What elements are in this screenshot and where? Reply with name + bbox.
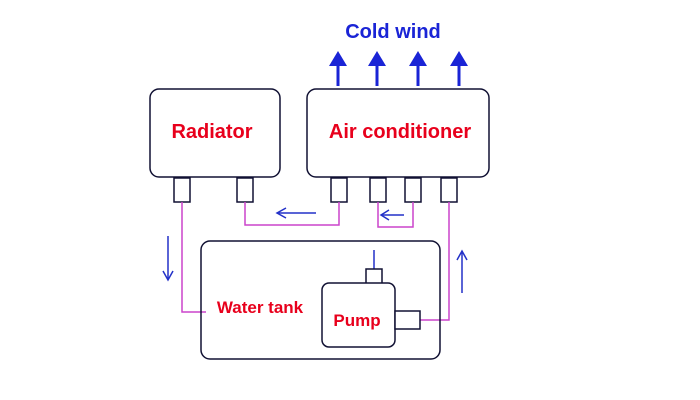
pipe-ac-loop [377, 202, 414, 228]
cold-wind-arrow [368, 51, 386, 86]
radiator-port-left [173, 177, 191, 203]
water-tank-box [200, 240, 441, 360]
cold-wind-arrow [450, 51, 468, 86]
radiator-box [149, 88, 281, 178]
ac-port-3 [404, 177, 422, 203]
pump-inlet-port [365, 268, 383, 285]
pipe-radiator-ac [244, 202, 340, 226]
water-tank-label: Water tank [217, 298, 304, 317]
air-conditioner-box [306, 88, 490, 178]
pipes [181, 202, 450, 321]
flow-arrows [162, 207, 468, 293]
pump-label: Pump [333, 311, 380, 330]
cold-wind-arrow [329, 51, 347, 86]
flow-arrow-down [162, 236, 174, 282]
cold-wind-arrow [409, 51, 427, 86]
flow-arrow-left [275, 207, 316, 219]
diagram-title: Cold wind [345, 21, 441, 43]
flow-arrow-up [456, 249, 468, 293]
pump-outlet-port [394, 310, 421, 330]
radiator-label: Radiator [171, 121, 252, 143]
air-conditioner-label: Air conditioner [329, 121, 471, 143]
pipe-radiator-to-tank [181, 202, 206, 313]
pipe-pump-to-ac [420, 202, 450, 321]
radiator-port-right [236, 177, 254, 203]
ac-port-1 [330, 177, 348, 203]
ac-port-2 [369, 177, 387, 203]
cold-wind-arrows [329, 51, 468, 86]
flow-arrow-left-small [379, 209, 404, 221]
ac-port-4 [440, 177, 458, 203]
